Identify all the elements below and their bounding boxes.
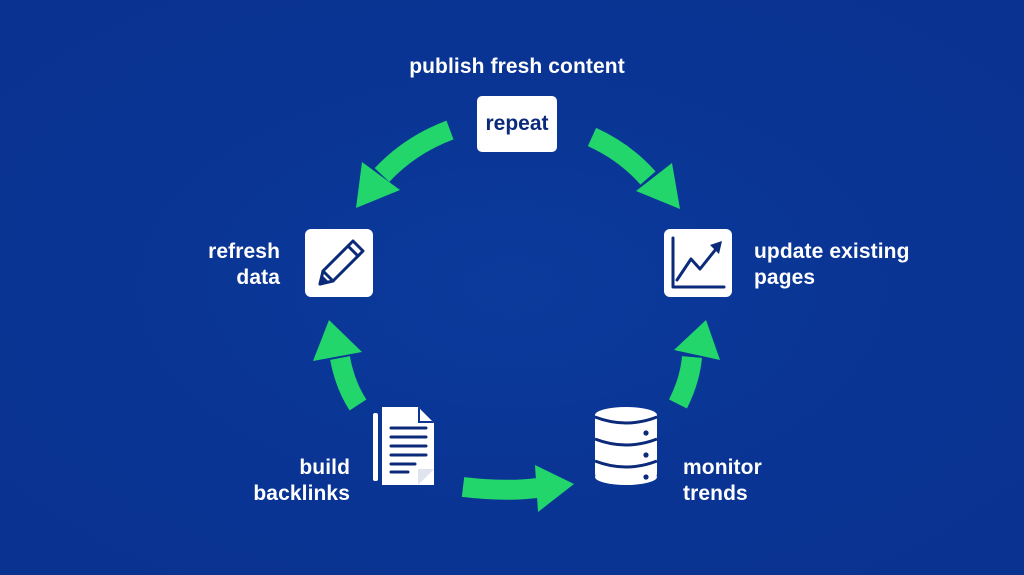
label-line: build (299, 456, 350, 479)
label-line: update existing (754, 240, 910, 263)
build-backlinks-label: build backlinks (230, 455, 350, 507)
arrow-repeat-to-update-pages (587, 127, 680, 209)
label-line: trends (683, 482, 748, 505)
label-line: data (236, 266, 280, 289)
label-line: pages (754, 266, 816, 289)
label-line: monitor (683, 456, 762, 479)
refresh-data-label: refresh data (180, 239, 280, 291)
top-label-text: publish fresh content (409, 55, 625, 78)
repeat-node: repeat (477, 96, 557, 152)
document-icon (373, 407, 434, 485)
monitor-trends-label: monitor trends (683, 455, 803, 507)
update-existing-pages-label: update existing pages (754, 239, 954, 291)
trending-chart-icon (671, 236, 726, 289)
label-line: backlinks (253, 482, 350, 505)
label-line: refresh (208, 240, 280, 263)
update-existing-pages-node (664, 229, 732, 297)
arrow-backlinks-to-monitor (461, 465, 574, 512)
pencil-icon (318, 239, 365, 286)
refresh-data-node (305, 229, 373, 297)
arrow-monitor-to-update-pages (668, 320, 720, 409)
repeat-label: repeat (485, 112, 549, 135)
arrow-backlinks-to-refresh-data (313, 320, 367, 411)
database-icon (594, 407, 658, 485)
publish-fresh-content-label: publish fresh content (370, 54, 664, 80)
arrow-repeat-to-refresh-data (356, 120, 454, 208)
